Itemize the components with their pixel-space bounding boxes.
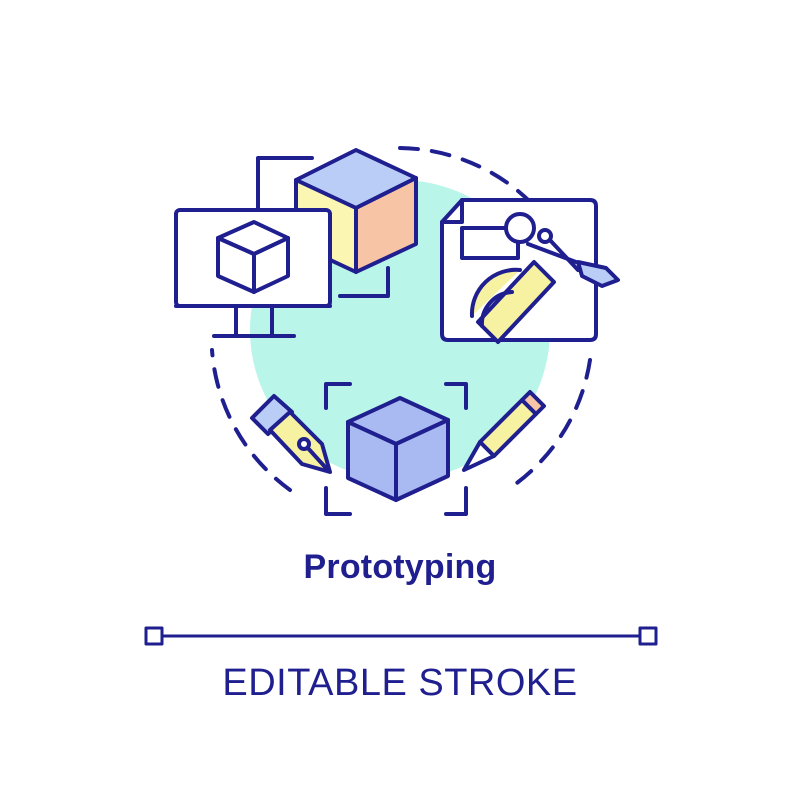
compass-icon	[526, 228, 620, 288]
stroke-handle-right	[638, 626, 658, 646]
dashed-circle-top-right	[398, 146, 584, 294]
computer-monitor-icon	[174, 208, 332, 338]
page-title: Prototyping	[303, 548, 497, 586]
dashed-circle-left	[210, 348, 292, 492]
pencil-icon	[462, 390, 546, 472]
connector-bracket-bottom	[338, 266, 390, 298]
stroke-line-icon	[144, 626, 658, 646]
editable-stroke-label: EDITABLE STROKE	[222, 662, 578, 704]
screen-cube-icon	[216, 220, 290, 294]
selection-frame-icon	[324, 382, 468, 516]
center-cube-icon	[346, 396, 450, 502]
pen-nib-icon	[250, 394, 332, 474]
protractor-icon	[469, 260, 556, 344]
stroke-handle-left	[144, 626, 164, 646]
connector-bracket-top	[256, 156, 314, 212]
dashed-circle-right	[508, 358, 592, 490]
